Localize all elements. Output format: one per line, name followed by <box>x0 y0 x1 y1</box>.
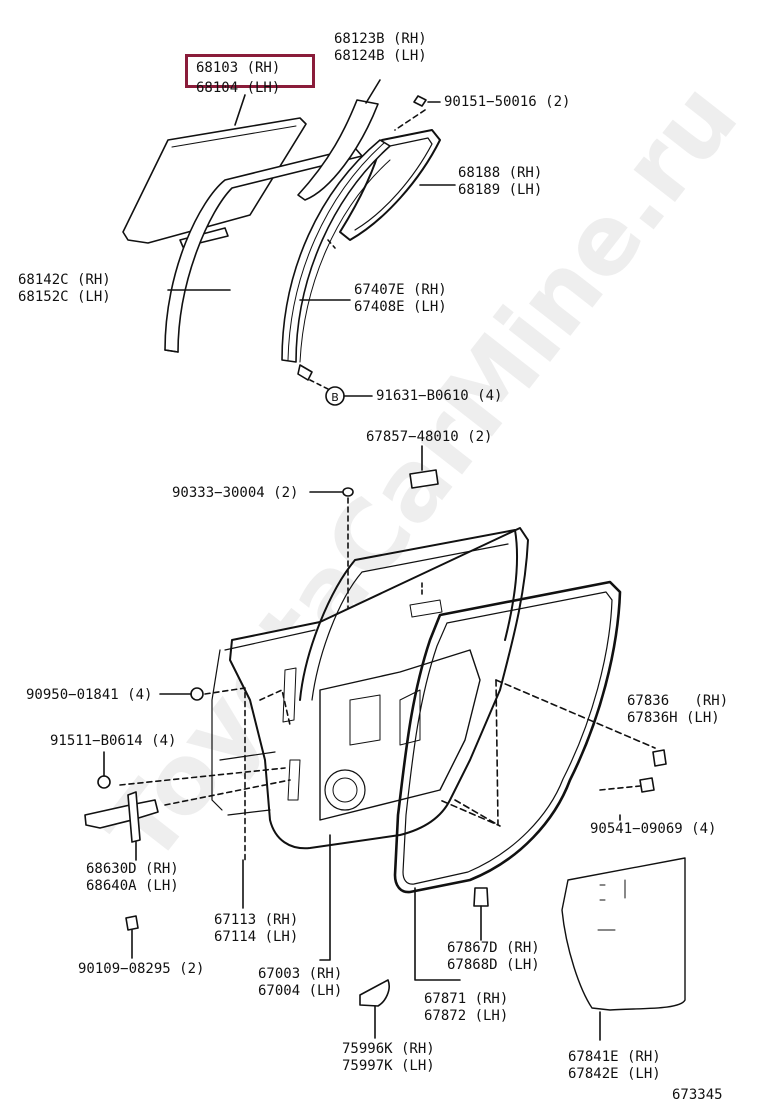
clip-lower-icon <box>473 887 489 907</box>
label-67003: 67003 (RH) 67004 (LH) <box>258 966 343 999</box>
bar-clip <box>297 364 313 381</box>
label-67836: 67836 (RH) 67836H (LH) <box>627 693 729 726</box>
label-91511: 91511−B0614 (4) <box>50 733 177 749</box>
plug-icon <box>342 487 354 497</box>
hinge-icon <box>84 799 159 829</box>
quarter-glass <box>297 99 379 201</box>
label-67841: 67841E (RH) 67842E (LH) <box>568 1049 661 1082</box>
moulding-icon <box>359 979 390 1007</box>
bolt-icon <box>97 775 111 789</box>
label-90541: 90541−09069 (4) <box>590 821 717 837</box>
label-67113: 67113 (RH) 67114 (LH) <box>214 912 299 945</box>
grommet-left-icon <box>190 687 204 701</box>
door-glass-inner-line <box>171 125 297 148</box>
label-68142: 68142C (RH) 68152C (LH) <box>18 272 111 305</box>
door-glass <box>122 117 307 244</box>
label-75996: 75996K (RH) 75997K (LH) <box>342 1041 435 1074</box>
door-weatherstrip <box>393 580 622 894</box>
clip-icon <box>652 749 667 767</box>
label-90333: 90333−30004 (2) <box>172 485 299 501</box>
highlighted-part-label[interactable]: 68103 (RH) <box>196 60 281 76</box>
service-hole-cover <box>561 857 686 1011</box>
division-bar <box>281 139 391 363</box>
pad-icon <box>409 469 439 489</box>
label-90109: 90109−08295 (2) <box>78 961 205 977</box>
label-67407: 67407E (RH) 67408E (LH) <box>354 282 447 315</box>
label-67867: 67867D (RH) 67868D (LH) <box>447 940 540 973</box>
label-68188: 68188 (RH) 68189 (LH) <box>458 165 543 198</box>
label-68104: 68104 (LH) <box>196 80 281 96</box>
label-68123: 68123B (RH) 68124B (LH) <box>334 31 427 64</box>
figure-number: 673345 <box>672 1087 723 1103</box>
label-68630: 68630D (RH) 68640A (LH) <box>86 861 179 894</box>
bolt-lower-icon <box>125 915 139 931</box>
screw-icon <box>413 95 427 107</box>
door-window-frame <box>299 529 518 701</box>
label-67857: 67857−48010 (2) <box>366 429 493 445</box>
label-91631: 91631−B0610 (4) <box>376 388 503 404</box>
grommet-icon <box>639 777 655 793</box>
callout-b-letter: B <box>331 391 339 404</box>
highlighted-part-box <box>185 54 315 88</box>
label-90151: 90151−50016 (2) <box>444 94 571 110</box>
label-67871: 67871 (RH) 67872 (LH) <box>424 991 509 1024</box>
label-90950: 90950−01841 (4) <box>26 687 153 703</box>
quarter-window-frame <box>339 129 441 241</box>
